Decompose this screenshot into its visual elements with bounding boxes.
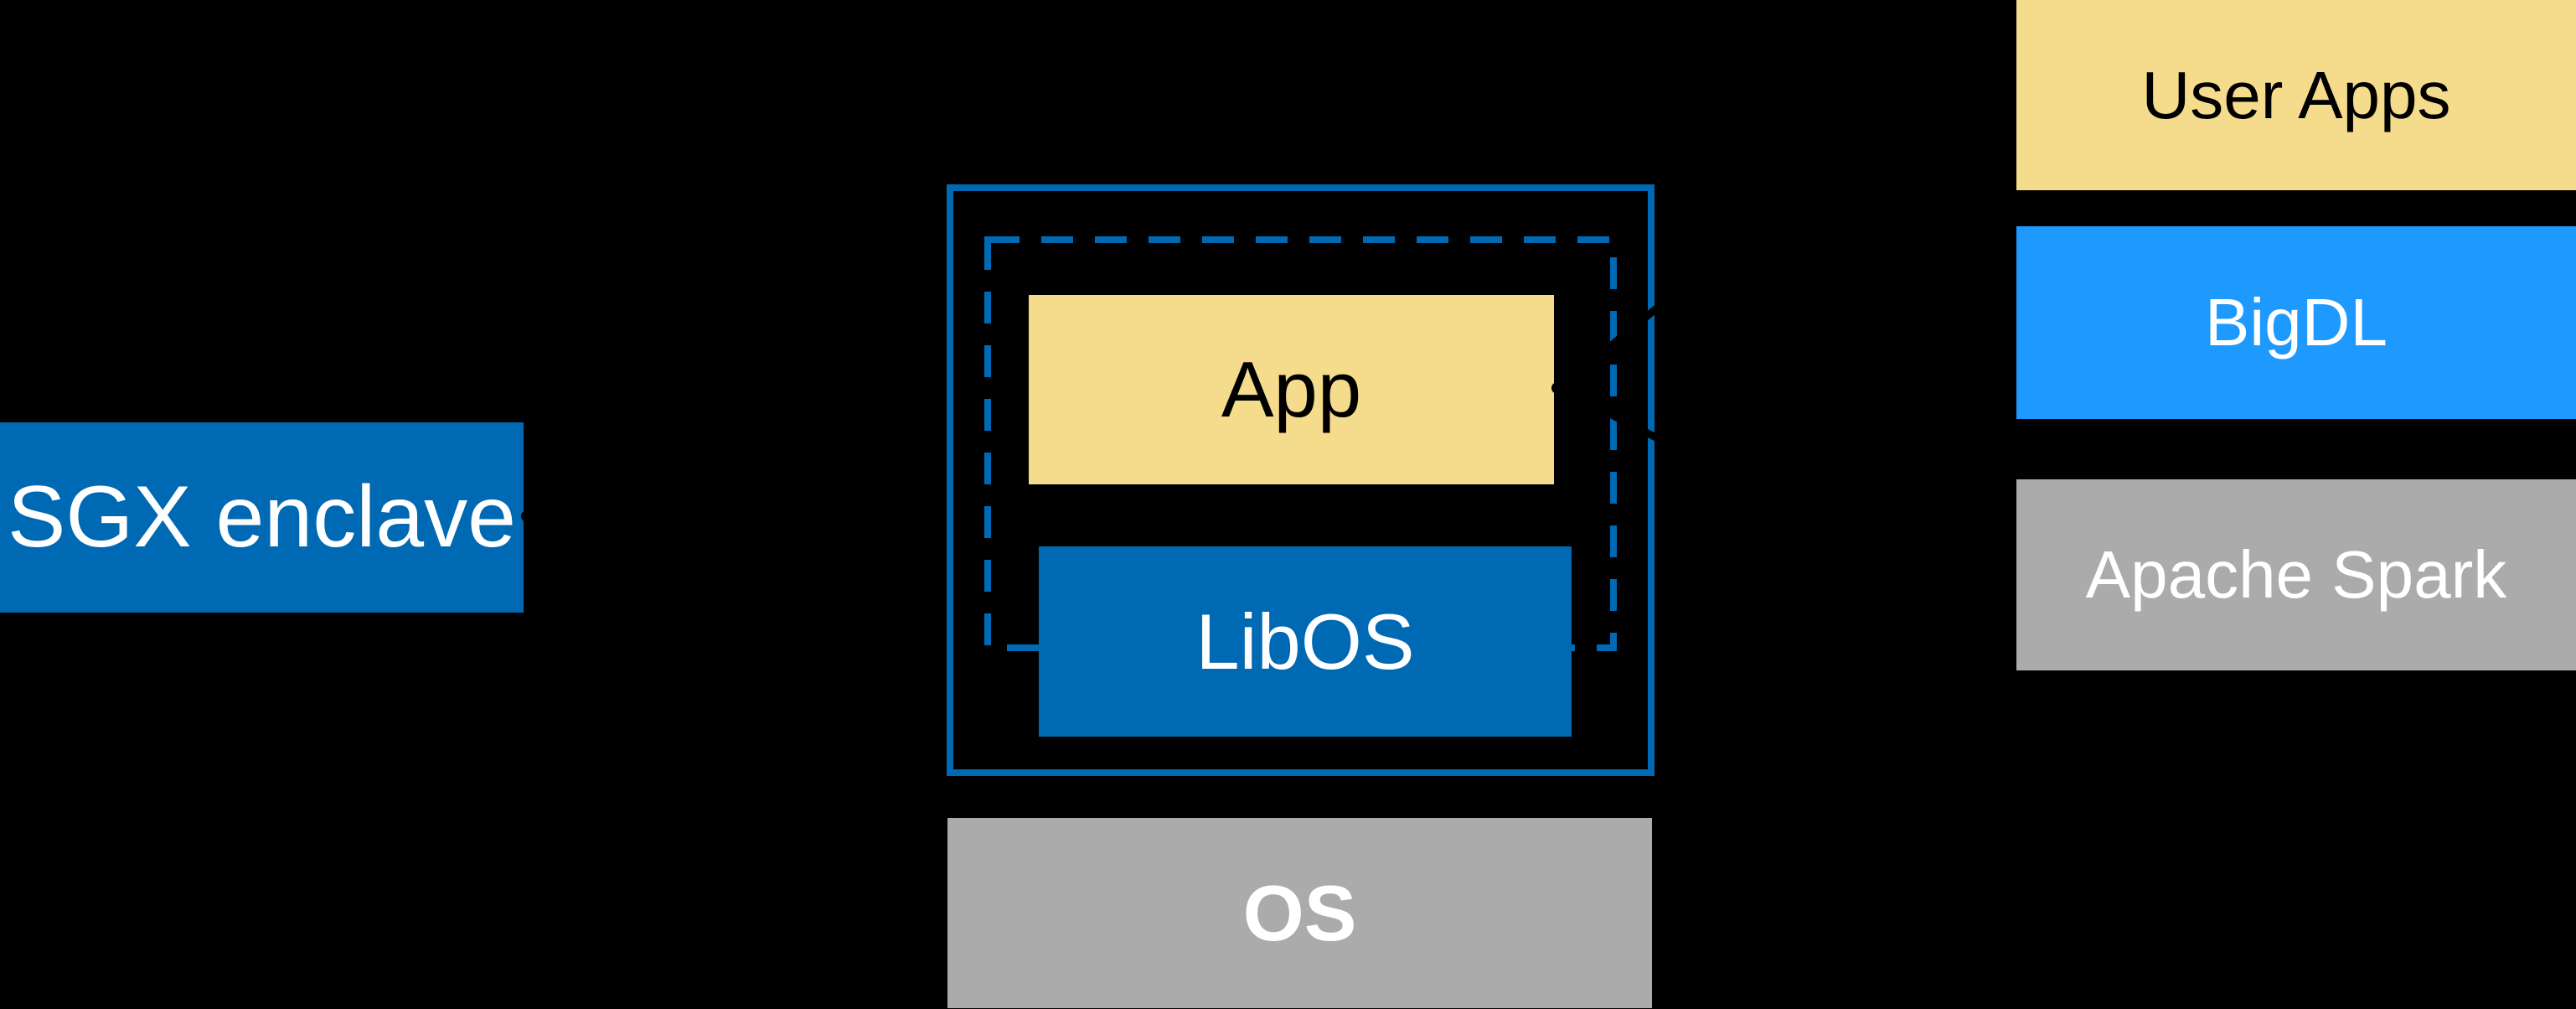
arrow-spark-to-app [1556,384,2016,624]
arrowhead-dot-sgx-edge [521,510,533,522]
user-apps-label: User Apps [2141,57,2451,132]
sgx-enclave-label: SGX enclave [8,468,516,566]
libos-label: LibOS [1195,597,1415,686]
enclave-solid-border [947,184,1655,776]
stack-bigdl-box: BigDL [2016,226,2576,419]
app-label: App [1221,345,1362,433]
libos-box: LibOS [1039,546,1572,737]
arrowhead-dot-app-edge [1551,382,1563,394]
sgx-enclave-box: SGX enclave [0,422,524,613]
os-box: OS [947,818,1652,1008]
arrow-userapps-to-app [1556,13,2016,391]
apache-spark-label: Apache Spark [2085,537,2507,612]
bigdl-label: BigDL [2205,285,2388,360]
stack-user-apps-box: User Apps [2016,0,2576,190]
stack-apache-spark-box: Apache Spark [2016,479,2576,670]
os-label: OS [1242,868,1357,957]
app-box: App [1029,295,1554,484]
